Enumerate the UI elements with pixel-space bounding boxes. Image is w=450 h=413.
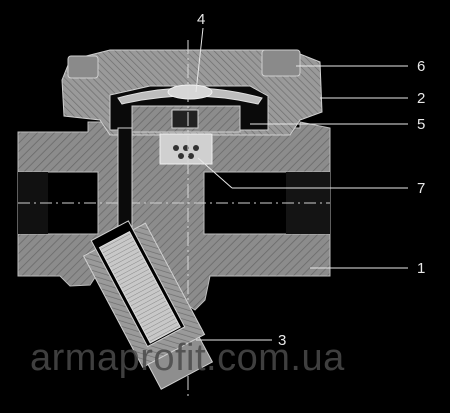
- callout-3: 3: [278, 332, 286, 349]
- callout-4: 4: [197, 11, 205, 28]
- callout-5: 5: [417, 116, 425, 133]
- strainer-plug: [82, 220, 214, 390]
- callout-7: 7: [417, 180, 425, 197]
- strainer-insert: [159, 133, 213, 165]
- watermark-text: armaprofit.com.ua: [30, 337, 345, 379]
- callout-1: 1: [417, 260, 425, 277]
- callout-6: 6: [417, 58, 425, 75]
- callout-2: 2: [417, 90, 425, 107]
- bonnet-cap: [61, 49, 323, 136]
- callout-leaders: [195, 27, 408, 341]
- callout-labels: 4 6 2 5 7 1 3: [197, 11, 425, 349]
